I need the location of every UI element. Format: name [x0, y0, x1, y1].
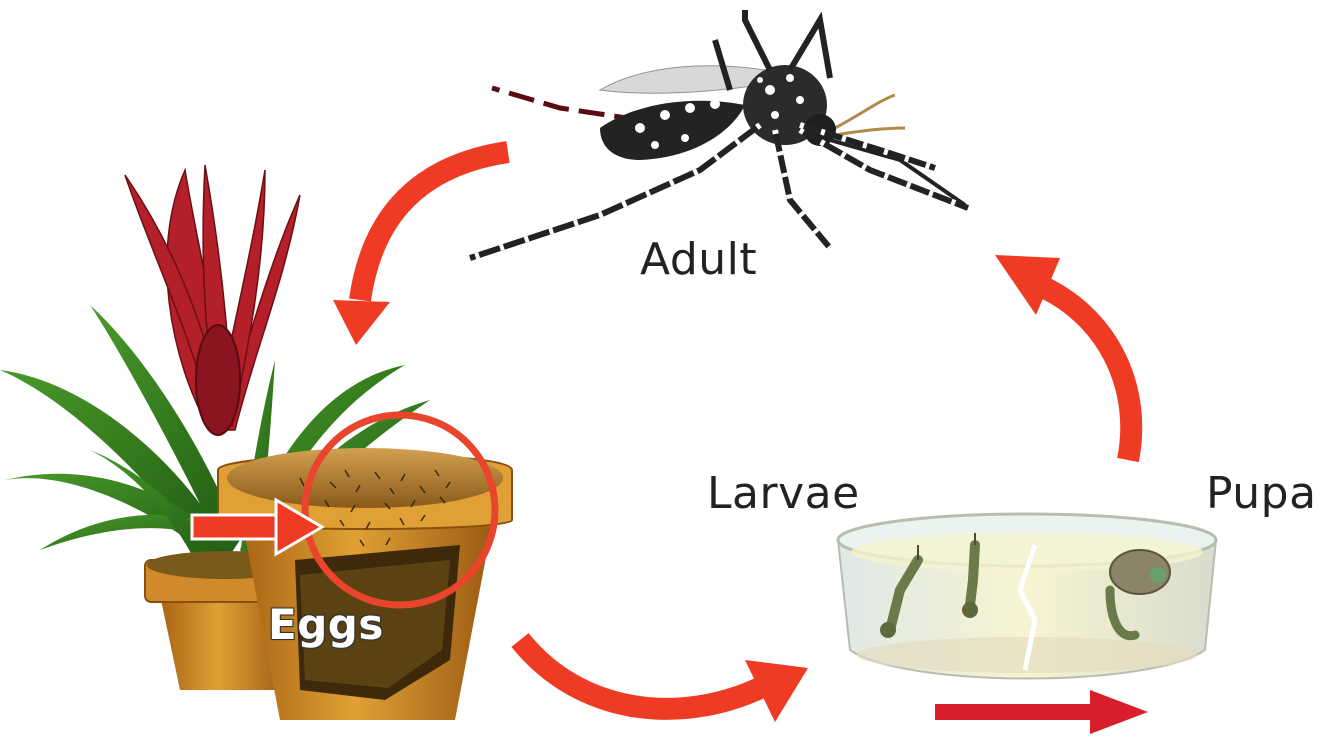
- arrow-adult-to-eggs: [333, 152, 508, 345]
- arrow-eggs-to-larvae: [520, 640, 808, 722]
- mosquito-adult-icon: [470, 10, 968, 258]
- label-eggs: Eggs: [268, 600, 384, 649]
- arrow-pupa-to-adult: [995, 255, 1131, 460]
- label-pupa: Pupa: [1206, 468, 1317, 519]
- label-larvae: Larvae: [707, 468, 860, 519]
- label-adult: Adult: [640, 234, 757, 285]
- arrow-larvae-to-pupa-time: [935, 690, 1148, 734]
